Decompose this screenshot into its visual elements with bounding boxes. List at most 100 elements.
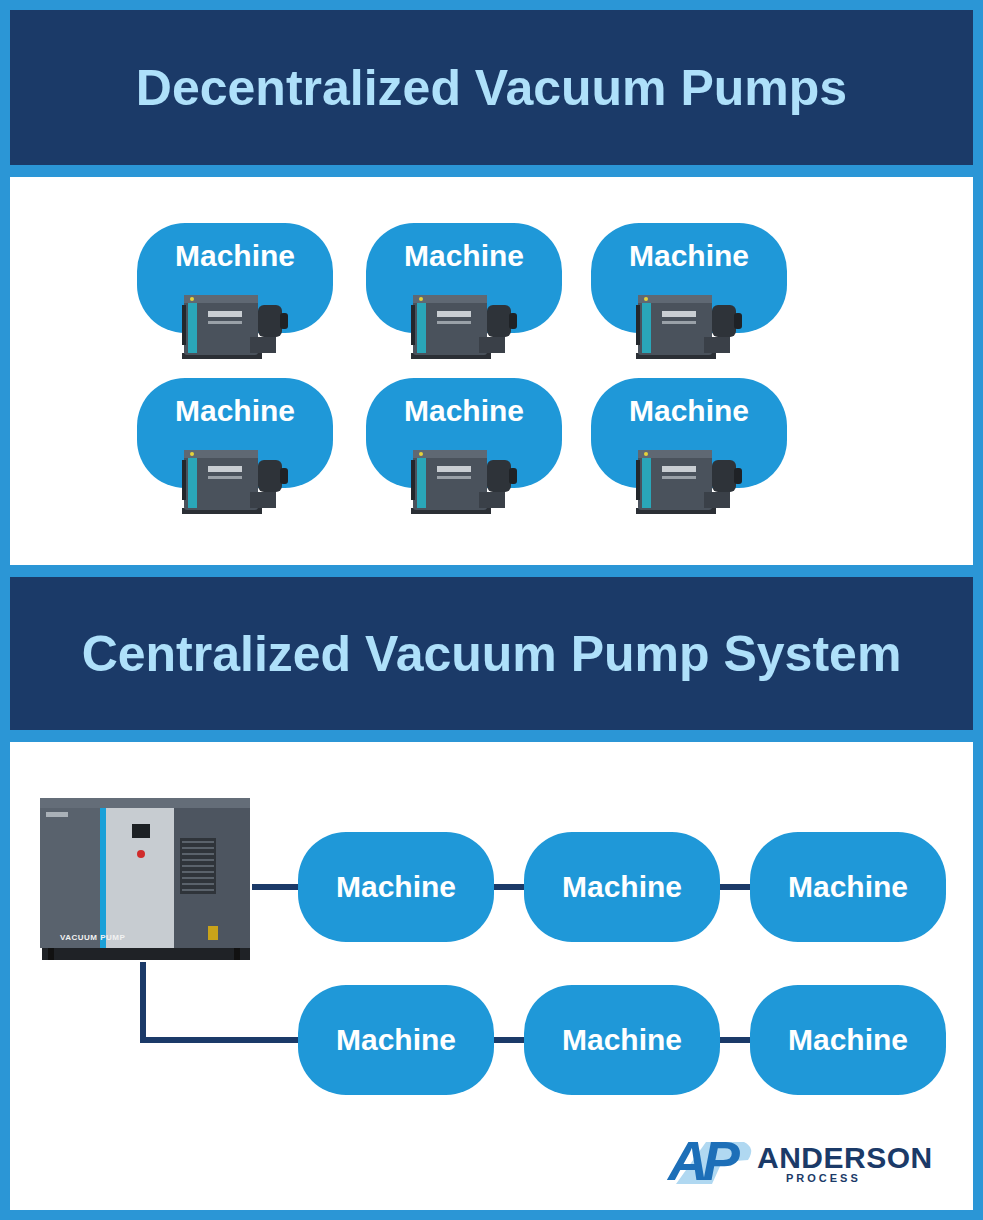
pump-shaft	[509, 313, 517, 329]
vent-slat	[182, 889, 214, 891]
machine-box: Machine	[366, 223, 562, 333]
pump-strip	[642, 458, 651, 508]
vent-slat	[182, 841, 214, 843]
small-pump-illustration	[634, 446, 746, 518]
pump-plate	[437, 321, 471, 324]
pump-plate	[208, 311, 242, 317]
pump-shaft	[734, 313, 742, 329]
pump-motor	[487, 305, 511, 337]
pipe-line	[494, 1037, 524, 1043]
pipe-line	[720, 1037, 750, 1043]
pump-cap	[208, 926, 218, 940]
logo-wordmark: ANDERSON	[757, 1141, 933, 1175]
pump-plate	[437, 311, 471, 317]
pump-body	[184, 299, 258, 355]
pump-light	[644, 452, 648, 456]
pump-display	[132, 824, 150, 838]
machine-box: Machine	[366, 378, 562, 488]
machine-label: Machine	[629, 394, 749, 428]
pump-base	[42, 946, 250, 960]
pipe-line	[720, 884, 750, 890]
pump-body	[184, 454, 258, 510]
pump-motor	[258, 305, 282, 337]
pump-strip	[417, 303, 426, 353]
pump-plate	[208, 321, 242, 324]
machine-box: Machine	[591, 223, 787, 333]
pipe-line	[143, 962, 298, 1040]
machine-label: Machine	[336, 870, 456, 904]
machine-label: Machine	[404, 394, 524, 428]
pump-motor	[712, 305, 736, 337]
pump-top	[638, 295, 712, 303]
pump-vent	[411, 305, 415, 345]
machine-box: Machine	[298, 985, 494, 1095]
machine-box: Machine	[524, 985, 720, 1095]
pump-light	[419, 297, 423, 301]
pump-top	[40, 798, 250, 808]
machine-box: Machine	[750, 985, 946, 1095]
vent-slat	[182, 871, 214, 873]
machine-label: Machine	[175, 394, 295, 428]
pump-foot	[479, 337, 505, 353]
pump-top	[413, 295, 487, 303]
pump-leg	[48, 948, 54, 960]
pump-top	[184, 295, 258, 303]
pump-motor	[258, 460, 282, 492]
machine-label: Machine	[788, 1023, 908, 1057]
pump-plate	[208, 466, 242, 472]
machine-box: Machine	[137, 378, 333, 488]
pump-body	[638, 299, 712, 355]
pipe-line	[252, 884, 298, 890]
machine-label: Machine	[629, 239, 749, 273]
pump-foot	[250, 492, 276, 508]
machine-label: Machine	[788, 870, 908, 904]
pump-logo	[46, 812, 68, 817]
pump-door	[106, 808, 174, 948]
machine-label: Machine	[562, 870, 682, 904]
section-heading: Centralized Vacuum Pump System	[82, 625, 902, 683]
machine-label: Machine	[336, 1023, 456, 1057]
pump-strip	[188, 303, 197, 353]
pump-strip	[100, 808, 106, 948]
pump-top	[638, 450, 712, 458]
small-pump-illustration	[634, 291, 746, 363]
pump-light	[190, 297, 194, 301]
section-heading: Decentralized Vacuum Pumps	[136, 59, 847, 117]
small-pump-illustration	[409, 291, 521, 363]
heading-band: Centralized Vacuum Pump System	[10, 577, 973, 730]
pump-vent	[182, 305, 186, 345]
logo-subtitle: PROCESS	[786, 1172, 861, 1184]
logo-mark: AP	[668, 1128, 734, 1193]
small-pump-illustration	[180, 446, 292, 518]
pump-plate	[208, 476, 242, 479]
pump-shaft	[734, 468, 742, 484]
machine-box: Machine	[137, 223, 333, 333]
pump-plate	[662, 476, 696, 479]
pump-side	[40, 808, 100, 948]
central-vacuum-pump: VACUUM PUMP	[38, 798, 252, 962]
pump-body	[413, 454, 487, 510]
small-pump-illustration	[180, 291, 292, 363]
pump-plate	[437, 466, 471, 472]
pump-plate	[662, 311, 696, 317]
vent-slat	[182, 853, 214, 855]
vent-slat	[182, 847, 214, 849]
pump-label: VACUUM PUMP	[60, 933, 125, 942]
pump-strip	[642, 303, 651, 353]
pump-plate	[662, 321, 696, 324]
small-pump-illustration	[409, 446, 521, 518]
pump-motor	[487, 460, 511, 492]
pump-foot	[250, 337, 276, 353]
pump-vent	[636, 460, 640, 500]
pump-vent	[182, 460, 186, 500]
pump-shaft	[280, 468, 288, 484]
pump-plate	[662, 466, 696, 472]
pump-foot	[704, 337, 730, 353]
pump-motor	[712, 460, 736, 492]
pump-vent	[411, 460, 415, 500]
pump-top	[413, 450, 487, 458]
machine-box: Machine	[524, 832, 720, 942]
pump-plate	[437, 476, 471, 479]
pump-light	[190, 452, 194, 456]
